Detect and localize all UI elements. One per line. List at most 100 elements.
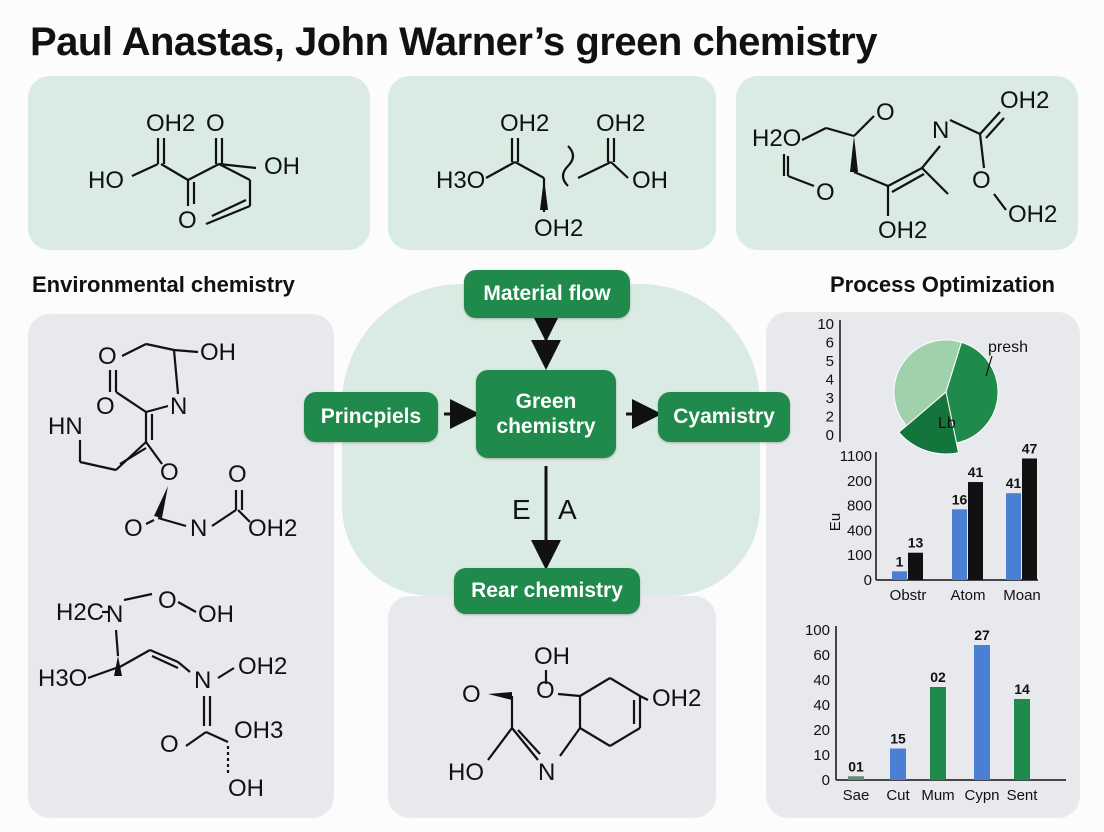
bar-value-label: 14 bbox=[1014, 681, 1030, 697]
bar bbox=[968, 482, 983, 580]
top-left-molecule-panel bbox=[28, 76, 370, 250]
rear-chemistry-node[interactable]: Rear chemistry bbox=[454, 568, 640, 614]
molecule-left-upper: O OH O N HN O O O N OH2 bbox=[48, 339, 297, 542]
y-tick-label: 40 bbox=[813, 697, 830, 714]
y-tick-label: 400 bbox=[847, 522, 872, 539]
pie-slice bbox=[893, 339, 962, 427]
bottom-molecule-panel bbox=[388, 596, 716, 818]
molecule-left-lower: H2C N O OH H3O N OH2 O OH3 OH bbox=[38, 587, 287, 802]
bar bbox=[1022, 458, 1037, 580]
bar-value-label: 41 bbox=[968, 464, 984, 480]
atom: O bbox=[536, 677, 555, 704]
pie-slice bbox=[898, 391, 960, 455]
bar-value-label: 47 bbox=[1022, 440, 1038, 456]
bar bbox=[930, 687, 946, 780]
y-tick-label: 100 bbox=[805, 622, 830, 639]
bar-value-label: 01 bbox=[848, 758, 864, 774]
atom: HO bbox=[88, 167, 124, 194]
y-tick-label: 800 bbox=[847, 498, 872, 515]
bar bbox=[974, 645, 990, 780]
x-category-label: Moan bbox=[1003, 587, 1041, 604]
atom: H2C bbox=[56, 599, 104, 626]
atom: N bbox=[538, 759, 555, 786]
atom: OH2 bbox=[652, 685, 701, 712]
atom: O bbox=[124, 515, 143, 542]
x-category-label: Atom bbox=[950, 587, 985, 604]
molecule-top-middle: OH2 OH2 H3O OH OH2 bbox=[436, 110, 668, 242]
y-axis-label: Eu bbox=[827, 513, 844, 531]
bar-value-label: 15 bbox=[890, 731, 906, 747]
y-tick-label: 20 bbox=[813, 722, 830, 739]
atom: N bbox=[106, 601, 123, 628]
atom: OH2 bbox=[238, 653, 287, 680]
atom: OH2 bbox=[248, 515, 297, 542]
atom: O bbox=[462, 681, 481, 708]
bar bbox=[848, 776, 864, 780]
atom: OH bbox=[264, 153, 300, 180]
atom: O bbox=[158, 587, 177, 614]
bar bbox=[952, 509, 967, 580]
pie-slice bbox=[945, 341, 999, 444]
atom: O bbox=[98, 343, 117, 370]
green-chemistry-node[interactable]: Green chemistry bbox=[476, 370, 616, 458]
process-optimization-label: Process Optimization bbox=[830, 272, 1055, 297]
y-tick-label: 0 bbox=[822, 772, 830, 789]
atom: OH bbox=[198, 601, 234, 628]
y-tick-label: 1100 bbox=[840, 448, 872, 465]
atom: OH3 bbox=[234, 717, 283, 744]
atom: O bbox=[816, 179, 835, 206]
y-tick-label: 60 bbox=[813, 647, 830, 664]
material-flow-node[interactable]: Material flow bbox=[464, 270, 630, 318]
atom: H3O bbox=[38, 665, 87, 692]
bar-value-label: 16 bbox=[952, 491, 968, 507]
y-tick-label: 5 bbox=[826, 353, 834, 370]
page-title: Paul Anastas, John Warner’s green chemis… bbox=[30, 20, 877, 64]
bar bbox=[1014, 699, 1030, 780]
atom: OH bbox=[534, 643, 570, 670]
atom: HO bbox=[448, 759, 484, 786]
pie-label: presh bbox=[988, 339, 1028, 356]
x-category-label: Sae bbox=[843, 787, 870, 804]
bar bbox=[1006, 493, 1021, 580]
pie-label: Lb bbox=[938, 415, 956, 432]
x-category-label: Cut bbox=[886, 787, 910, 804]
y-tick-label: 2 bbox=[826, 409, 834, 426]
bar-value-label: 1 bbox=[896, 553, 904, 569]
y-tick-label: 6 bbox=[826, 335, 834, 352]
y-tick-label: 200 bbox=[847, 473, 872, 490]
bar-value-label: 02 bbox=[930, 669, 946, 685]
atom: O bbox=[228, 461, 247, 488]
flow-letter-a: A bbox=[558, 494, 577, 525]
atom: N bbox=[170, 393, 187, 420]
molecule-top-left: OH2 O HO OH O bbox=[88, 110, 300, 234]
y-tick-label: 10 bbox=[817, 316, 834, 333]
molecule-top-right: OH2 O N H2O O O OH2 OH2 bbox=[752, 87, 1057, 244]
atom: OH2 bbox=[500, 110, 549, 137]
y-tick-label: 0 bbox=[826, 427, 834, 444]
atom: H3O bbox=[436, 167, 485, 194]
atom: N bbox=[932, 117, 949, 144]
atom: OH2 bbox=[1008, 201, 1057, 228]
bar-value-label: 27 bbox=[974, 627, 990, 643]
bar-value-label: 13 bbox=[908, 535, 924, 551]
y-tick-label: 3 bbox=[826, 390, 834, 407]
cyamistry-node[interactable]: Cyamistry bbox=[658, 392, 790, 442]
left-molecule-panel bbox=[28, 314, 334, 818]
y-tick-label: 10 bbox=[813, 747, 830, 764]
principles-node[interactable]: Princpiels bbox=[304, 392, 438, 442]
atom: N bbox=[194, 667, 211, 694]
atom: OH bbox=[228, 775, 264, 802]
atom: HN bbox=[48, 413, 83, 440]
bar-value-label: 41 bbox=[1006, 475, 1022, 491]
atom: O bbox=[160, 459, 179, 486]
y-tick-label: 100 bbox=[847, 547, 872, 564]
x-category-label: Cypn bbox=[964, 787, 999, 804]
process-charts: 10654320preshLb11002008004001000Eu113Obs… bbox=[805, 316, 1066, 804]
pie-leader bbox=[985, 355, 993, 377]
atom: O bbox=[96, 393, 115, 420]
atom: O bbox=[972, 167, 991, 194]
x-category-label: Sent bbox=[1007, 787, 1039, 804]
molecule-bottom-middle: OH O O OH2 HO N bbox=[448, 643, 701, 786]
top-right-molecule-panel bbox=[736, 76, 1078, 250]
